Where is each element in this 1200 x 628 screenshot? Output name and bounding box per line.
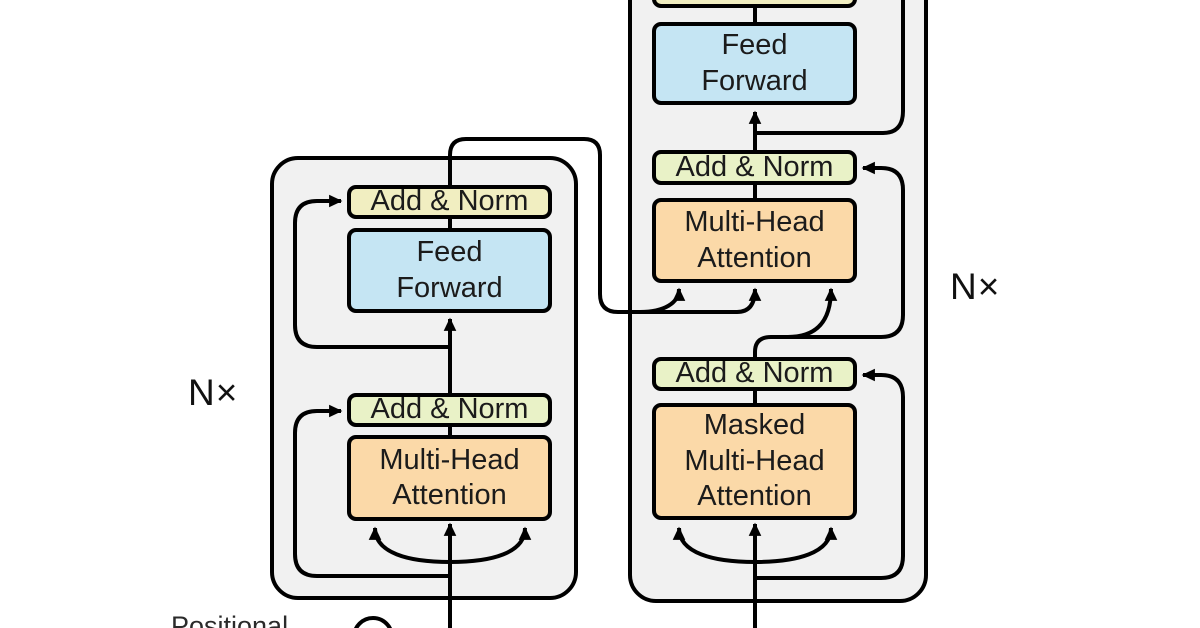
decoder-input-split-right-arrow	[754, 526, 838, 564]
decoder-masked-attention-label: Masked Multi-Head Attention	[684, 409, 825, 513]
encoder-output-key-value-branch-arrow	[639, 287, 686, 314]
encoder-add-norm-bottom-block: Add & Norm	[347, 393, 552, 427]
encoder-attention-residual-loop	[293, 404, 450, 578]
decoder-cross-attention-label: Multi-Head Attention	[684, 206, 825, 274]
positional-encoding-label: Positional	[171, 611, 289, 628]
encoder-feed-forward-block: Feed Forward	[347, 228, 552, 313]
decoder-query-residual-path	[753, 161, 905, 357]
encoder-multi-head-attention-label: Multi-Head Attention	[379, 443, 520, 511]
decoder-feed-forward-label: Feed Forward	[701, 29, 808, 97]
decoder-add-norm-cross-label: Add & Norm	[675, 150, 834, 183]
encoder-add-norm-top-label: Add & Norm	[370, 185, 529, 218]
decoder-add-norm-masked-block: Add & Norm	[652, 357, 857, 391]
decoder-add-norm-cross-block: Add & Norm	[652, 150, 857, 185]
encoder-add-norm-bottom-label: Add & Norm	[370, 393, 529, 426]
encoder-repeat-count-label: N×	[188, 372, 239, 413]
encoder-output-to-decoder-line	[448, 137, 762, 314]
decoder-add-norm-output-block: Add & Norm	[652, 0, 857, 8]
encoder-group-frame	[270, 156, 578, 600]
decoder-feed-forward-block: Feed Forward	[652, 22, 857, 105]
encoder-add-norm-top-block: Add & Norm	[347, 185, 552, 219]
decoder-repeat-count-label: N×	[950, 266, 1001, 307]
decoder-cross-attention-block: Multi-Head Attention	[652, 198, 857, 283]
encoder-multi-head-attention-block: Multi-Head Attention	[347, 435, 552, 521]
encoder-input-split-left-arrow	[368, 526, 451, 564]
encoder-input-split-right-arrow	[449, 526, 532, 564]
decoder-masked-attention-block: Masked Multi-Head Attention	[652, 403, 857, 520]
decoder-query-branch-arrow	[787, 287, 838, 339]
decoder-add-norm-masked-label: Add & Norm	[675, 357, 834, 390]
encoder-feed-forward-label: Feed Forward	[396, 236, 503, 304]
decoder-masked-attention-residual-loop	[755, 368, 905, 580]
decoder-add-norm-output-label: Add & Norm	[676, 0, 834, 9]
decoder-feedforward-residual-loop	[755, 0, 905, 135]
encoder-feedforward-residual-loop	[293, 194, 450, 349]
decoder-input-split-left-arrow	[672, 526, 756, 564]
